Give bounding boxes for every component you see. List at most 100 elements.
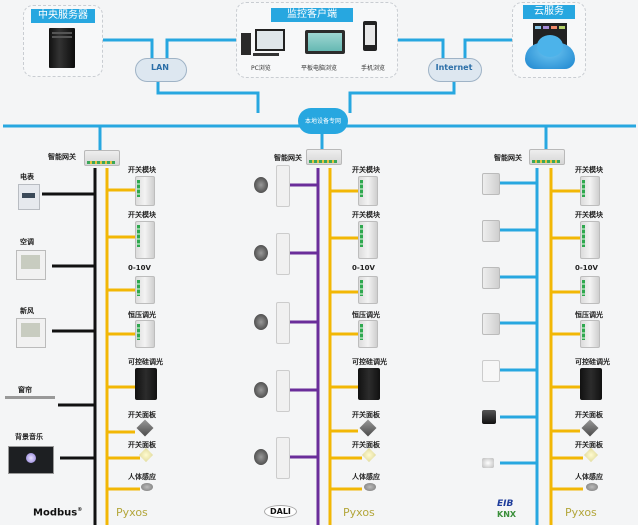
server-lan-link: [102, 38, 154, 62]
gateway-label-3: 智能网关: [494, 154, 522, 162]
ac-thermostat-icon: [16, 250, 46, 280]
smart-gateway-icon: [306, 149, 342, 165]
internet-cloud-link: [463, 38, 516, 62]
switch-module-icon: [580, 176, 600, 206]
pyxos-device-label: 开关模块: [575, 166, 603, 174]
pyxos-label-1: Pyxos: [116, 506, 148, 519]
phone-view-label: 手机浏览: [361, 65, 386, 72]
registered-mark: ®: [77, 507, 83, 513]
switch-module-icon: [358, 176, 378, 206]
pyxos-device-label: 开关面板: [352, 411, 380, 419]
dimmer-module-icon: [580, 276, 600, 304]
pyxos-device-label: 开关模块: [575, 211, 603, 219]
knx-din-module-icon: [482, 313, 500, 335]
knx-touch-panel-icon: [482, 410, 496, 424]
device-label-fresh-air: 新风: [20, 307, 34, 315]
pyxos-device-label: 恒压调光: [128, 311, 156, 319]
gateway-label-1: 智能网关: [48, 153, 76, 161]
smart-gateway-icon: [529, 149, 565, 165]
pyxos-device-label: 0-10V: [352, 264, 375, 272]
pyxos-device-label: 开关面板: [352, 441, 380, 449]
pyxos-device-label: 恒压调光: [575, 311, 603, 319]
device-label-meter: 电表: [20, 173, 34, 181]
lan-client-link: [165, 38, 240, 62]
pyxos-device-label: 人体感应: [352, 473, 380, 481]
device-label-music: 背景音乐: [15, 433, 43, 441]
pyxos-device-label: 可控硅调光: [575, 358, 610, 366]
tablet-icon: [305, 30, 345, 54]
smart-gateway-icon: [84, 150, 120, 166]
switch-module-icon: [135, 176, 155, 206]
dali-driver-icon: [276, 233, 290, 275]
pyxos-device-label: 0-10V: [575, 264, 598, 272]
pc-view-label: PC浏览: [251, 65, 271, 72]
lan-localnet-link: [156, 80, 260, 113]
monitor-client-title: 监控客户端: [271, 8, 353, 22]
internet-localnet-link: [348, 80, 456, 113]
monitor-client-box: 监控客户端 PC浏览 平板电脑浏览 手机浏览: [236, 2, 398, 78]
pyxos-device-label: 可控硅调光: [128, 358, 163, 366]
tablet-view-label: 平板电脑浏览: [301, 65, 338, 72]
cloud-service-box: 云服务: [512, 2, 586, 78]
internet-label: Internet: [435, 63, 473, 72]
knx-panel-icon: [482, 360, 500, 382]
thyristor-dimmer-icon: [358, 368, 380, 400]
knx-sensor-icon: [482, 458, 494, 468]
dimmer-module-icon: [135, 320, 155, 348]
pyxos-device-label: 开关模块: [352, 166, 380, 174]
switch-module-icon: [135, 221, 155, 259]
cloud-service-title: 云服务: [523, 5, 575, 19]
device-label-ac: 空调: [20, 238, 34, 246]
local-network-label: 本地设备专网: [304, 118, 341, 125]
knx-logo: KNX: [497, 510, 517, 519]
cloud-server-icon: [525, 23, 575, 73]
dali-logo: DALI: [264, 505, 297, 518]
modbus-label: Modbus: [33, 507, 78, 519]
eib-logo: EIB: [497, 499, 514, 509]
thyristor-dimmer-icon: [580, 368, 602, 400]
device-label-curtain: 窗帘: [18, 386, 32, 394]
dali-downlight-driver-icon: [254, 382, 268, 398]
dimmer-module-icon: [358, 276, 378, 304]
music-panel-icon: [8, 446, 54, 474]
electric-meter-icon: [18, 184, 40, 210]
dali-driver-icon: [276, 302, 290, 344]
pyxos-device-label: 人体感应: [128, 473, 156, 481]
knx-din-module-icon: [482, 267, 500, 289]
motion-sensor-icon: [364, 483, 376, 491]
pyxos-label-3: Pyxos: [565, 506, 597, 519]
knx-din-module-icon: [482, 173, 500, 195]
dali-downlight-driver-icon: [254, 449, 268, 465]
fresh-air-thermostat-icon: [16, 318, 46, 348]
desktop-pc-icon: [241, 27, 285, 59]
switch-module-icon: [580, 221, 600, 259]
pyxos-device-label: 恒压调光: [352, 311, 380, 319]
dali-driver-icon: [276, 437, 290, 479]
pyxos-device-label: 开关面板: [575, 411, 603, 419]
pyxos-device-label: 开关模块: [352, 211, 380, 219]
dali-downlight-driver-icon: [254, 314, 268, 330]
dimmer-module-icon: [358, 320, 378, 348]
central-server-box: 中央服务器: [23, 5, 103, 77]
dali-driver-icon: [276, 165, 290, 207]
lan-cloud-icon: [135, 58, 187, 82]
server-tower-icon: [49, 28, 75, 68]
dimmer-module-icon: [135, 276, 155, 304]
curtain-rail-icon: [5, 396, 55, 399]
dali-downlight-driver-icon: [254, 177, 268, 193]
motion-sensor-icon: [141, 483, 153, 491]
pyxos-label-2: Pyxos: [343, 506, 375, 519]
switch-module-icon: [358, 221, 378, 259]
local-network-cloud-icon: [298, 108, 348, 134]
pyxos-device-label: 0-10V: [128, 264, 151, 272]
knx-din-module-icon: [482, 220, 500, 242]
modbus-logo: Modbus®: [33, 507, 82, 518]
dali-driver-icon: [276, 370, 290, 412]
pyxos-device-label: 开关面板: [128, 441, 156, 449]
gateway-label-2: 智能网关: [274, 154, 302, 162]
pyxos-device-label: 人体感应: [575, 473, 603, 481]
lan-label: LAN: [151, 63, 169, 72]
central-server-title: 中央服务器: [31, 9, 95, 23]
smartphone-icon: [363, 21, 377, 51]
